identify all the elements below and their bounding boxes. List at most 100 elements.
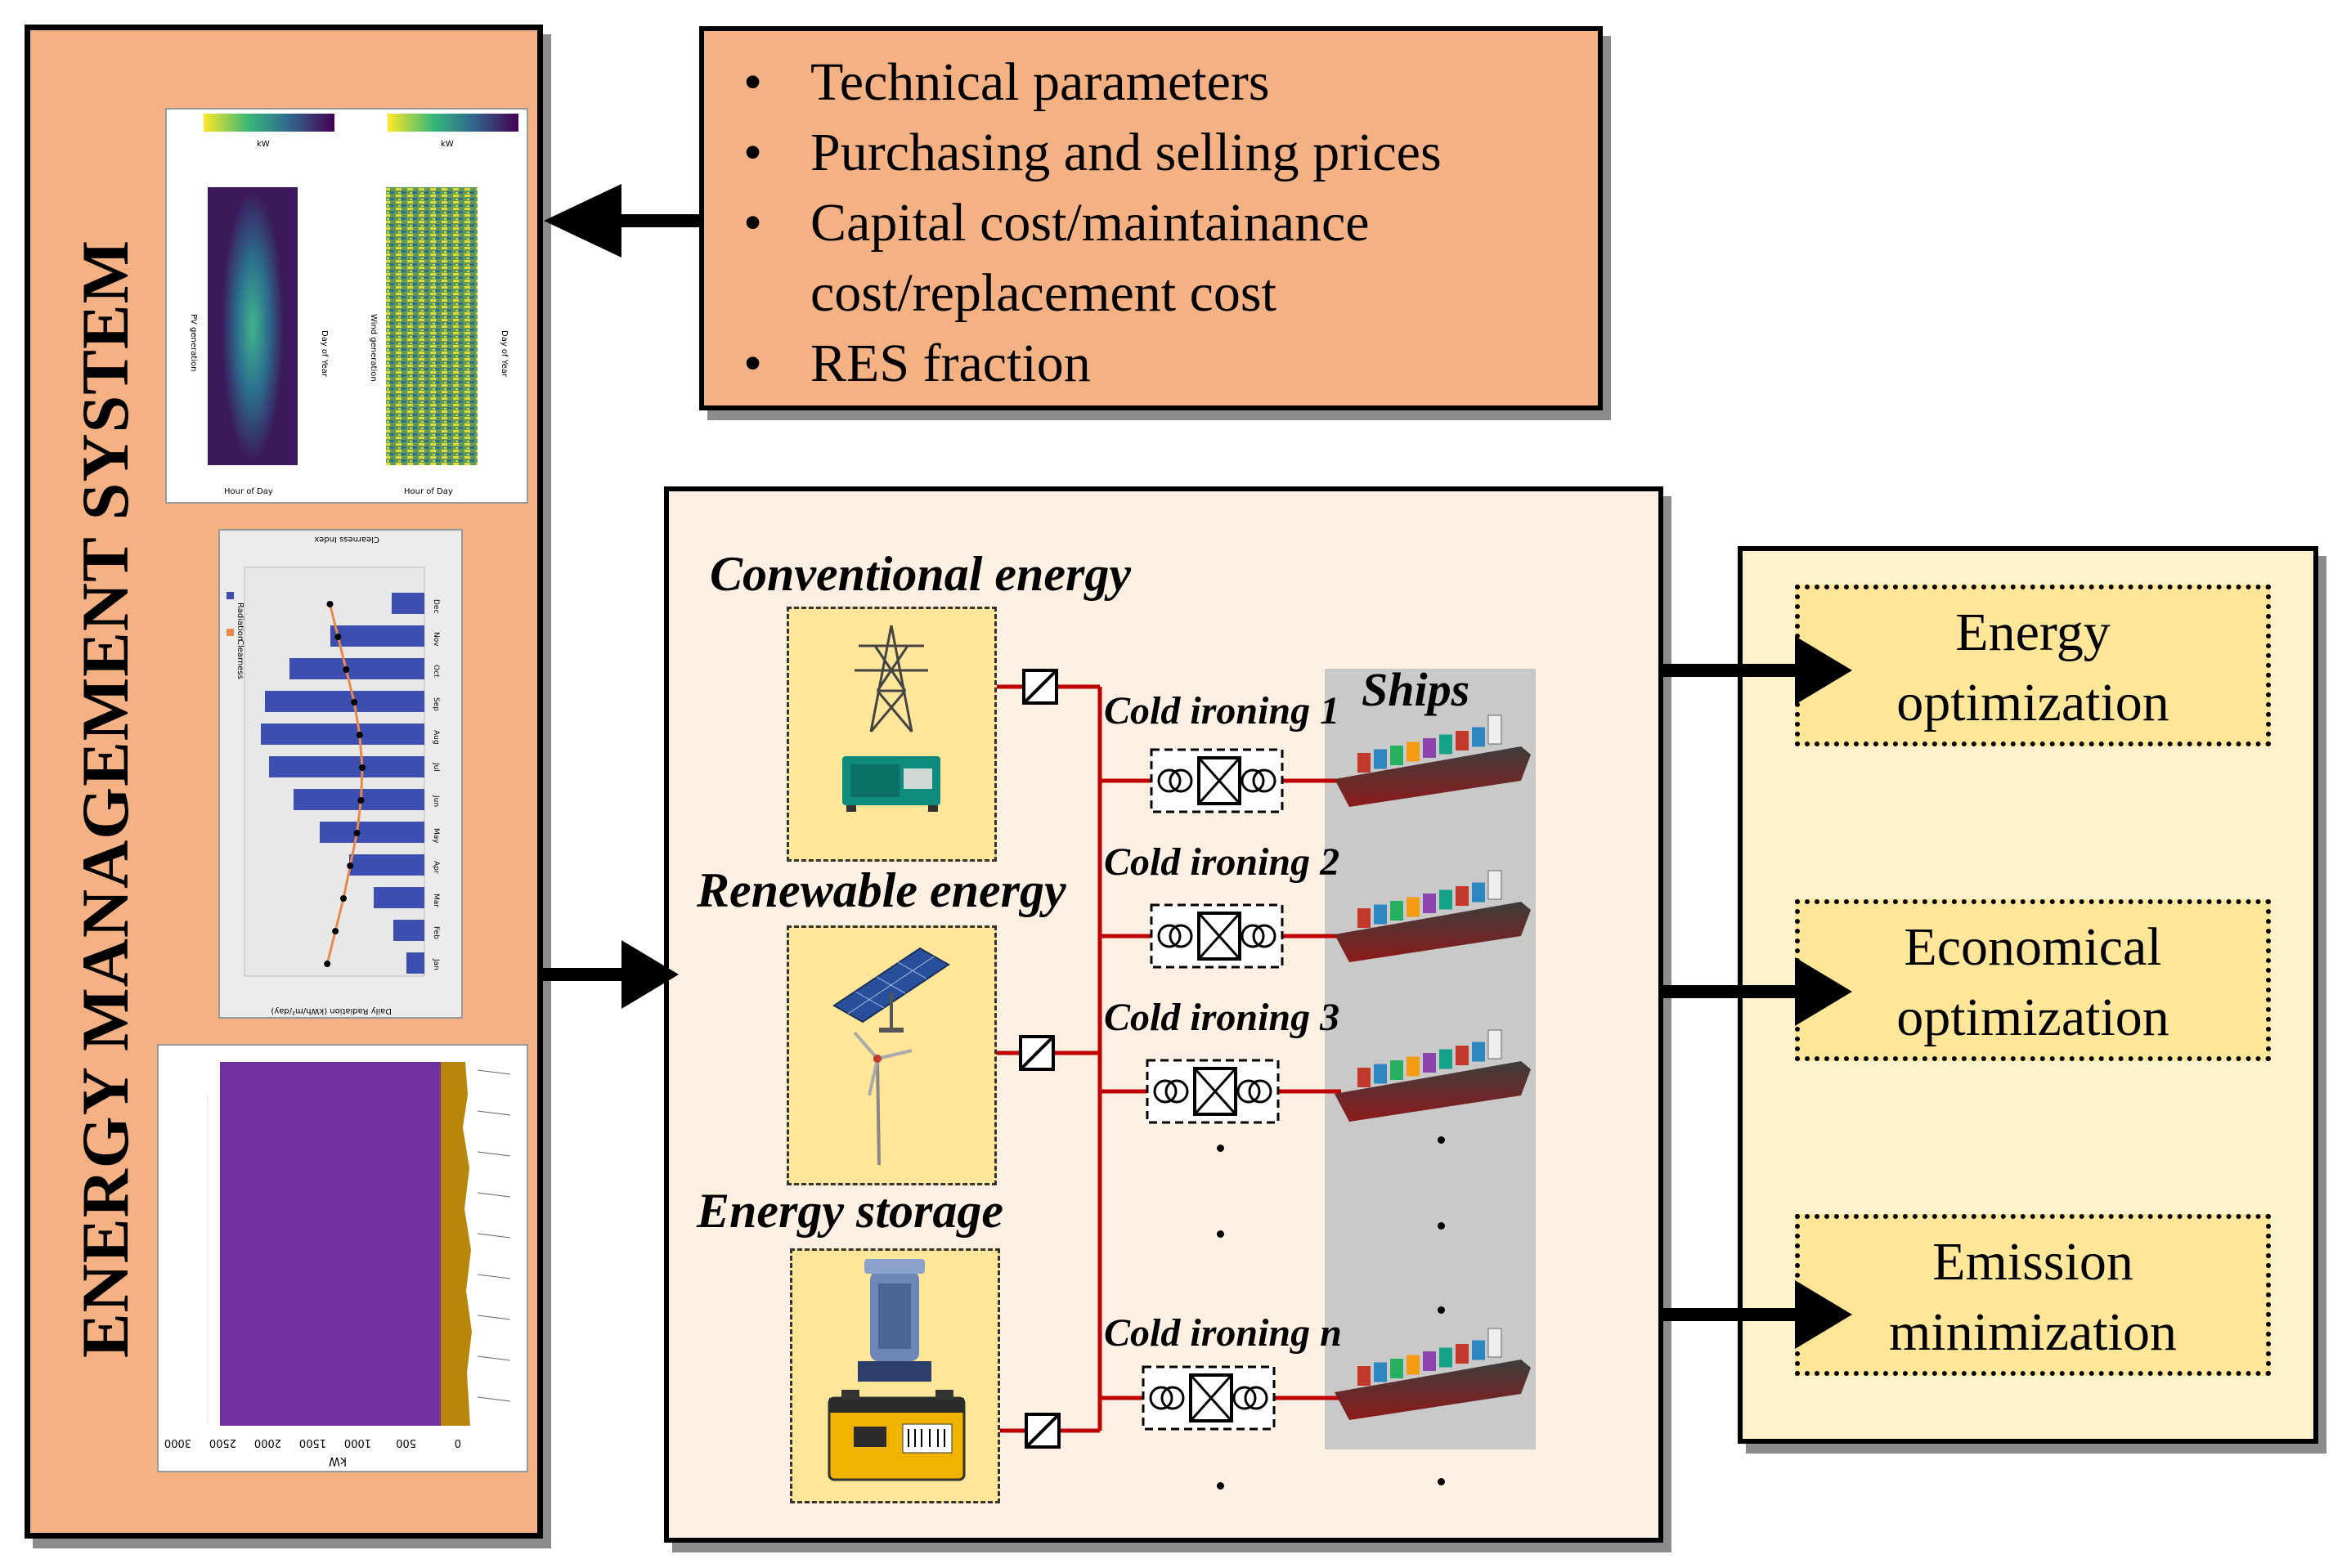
- clearness-point: [347, 862, 354, 869]
- kw-tick-label: 1500: [299, 1436, 326, 1449]
- wind-turbine-icon: [853, 1031, 913, 1166]
- parameters-box: Technical parameters Purchasing and sell…: [699, 26, 1603, 410]
- param-item-prices: Purchasing and selling prices: [729, 118, 1442, 188]
- radiation-legend: Radiation: [236, 603, 245, 641]
- kw-tick-label: 2500: [209, 1436, 236, 1449]
- wind-cbar-label: kW: [441, 140, 454, 149]
- month-label: Feb: [432, 926, 440, 939]
- wind-label: Wind generation: [369, 314, 378, 382]
- flywheel-icon: [858, 1259, 931, 1382]
- ellipsis-dot: [1438, 1306, 1445, 1314]
- load-area-purple: [220, 1062, 441, 1426]
- clearness-point: [351, 699, 358, 706]
- clearness-point: [359, 764, 366, 771]
- ellipsis-dot: [1438, 1478, 1445, 1485]
- radiation-bar: [265, 691, 424, 712]
- kw-tick-label: 0: [455, 1436, 461, 1449]
- cold-ironing-3-label: Cold ironing 3: [1104, 996, 1340, 1039]
- ellipsis-dot: [1217, 1145, 1224, 1152]
- radiation-bar: [261, 724, 424, 745]
- arrowhead-right: [621, 940, 679, 1009]
- radiation-bar: [393, 920, 424, 941]
- radiation-bar: [374, 887, 424, 908]
- energy-storage-label: Energy storage: [697, 1184, 1003, 1238]
- ellipsis-dot: [1217, 1230, 1224, 1238]
- battery-icon: [828, 1390, 966, 1481]
- kw-axis-label: kW: [329, 1454, 347, 1467]
- pv-wind-heatmap-thumbnail: PV generation Wind generation Day of Yea…: [165, 108, 528, 504]
- storage-source-box: [790, 1248, 1000, 1503]
- clearness-point: [353, 830, 361, 836]
- param-item-replacement-cost: cost/replacement cost: [810, 263, 1276, 323]
- arrowhead-energy: [1795, 636, 1852, 705]
- clearness-point: [357, 797, 365, 804]
- load-area-gold: [441, 1062, 472, 1426]
- month-label: Apr: [432, 861, 440, 874]
- pv-cbar-label: kW: [257, 140, 270, 149]
- ellipsis-dot: [1438, 1222, 1445, 1230]
- container-ship-icon: [1335, 715, 1531, 807]
- radiation-graphic: Radiation Clearness Daily Radiation (kWh…: [220, 531, 461, 1017]
- conventional-source-box: [787, 607, 997, 862]
- arrowhead-emission: [1795, 1280, 1852, 1349]
- solar-panel-icon: [832, 947, 950, 1033]
- emission-minimization-line1: Emission: [1932, 1232, 2133, 1292]
- month-label: Jan: [432, 958, 440, 970]
- converter-switch-icon: [1019, 1035, 1055, 1071]
- cold-ironing-unit-icon: [1150, 748, 1284, 813]
- cold-ironing-2-label: Cold ironing 2: [1104, 840, 1340, 884]
- renewable-energy-label: Renewable energy: [697, 863, 1066, 917]
- clearness-legend-swatch: [227, 629, 234, 636]
- emission-minimization-box: Emission minimization: [1795, 1214, 2271, 1376]
- parameters-list: Technical parameters Purchasing and sell…: [729, 47, 1442, 399]
- arrowhead-left: [544, 184, 621, 258]
- economical-optimization-line2: optimization: [1896, 988, 2169, 1047]
- container-ship-icon: [1335, 870, 1531, 962]
- conventional-energy-label: Conventional energy: [710, 547, 1132, 601]
- pv-label: PV generation: [189, 314, 198, 371]
- cold-ironing-unit-icon: [1146, 1059, 1280, 1124]
- economical-optimization-box: Economical optimization: [1795, 899, 2271, 1061]
- month-label: Nov: [432, 632, 440, 647]
- ellipsis-dot: [1438, 1136, 1445, 1144]
- radiation-bar: [406, 952, 424, 974]
- emission-minimization-line2: minimization: [1889, 1302, 2177, 1362]
- renewable-source-box: [787, 925, 997, 1185]
- radiation-bar: [392, 593, 424, 614]
- kw-tick-label: 3000: [164, 1436, 191, 1449]
- month-label: Jul: [432, 762, 440, 772]
- transmission-tower-icon: [855, 625, 928, 732]
- month-label: Dec: [432, 599, 440, 613]
- radiation-bar: [320, 822, 424, 843]
- pv-ylabel: Hour of Day: [224, 487, 273, 496]
- param-item-res-fraction: RES fraction: [729, 329, 1442, 399]
- radiation-bars: [261, 593, 424, 974]
- month-label: Sep: [432, 697, 440, 711]
- radiation-bar: [289, 658, 424, 679]
- month-label: Mar: [432, 894, 440, 907]
- month-label: Aug: [432, 730, 440, 745]
- wind-ylabel: Hour of Day: [404, 487, 453, 496]
- ems-panel: ENERGY MANAGEMENT SYSTEM: [25, 25, 543, 1539]
- cold-ironing-unit-icon: [1150, 903, 1284, 969]
- pv-xlabel: Day of Year: [320, 330, 329, 378]
- month-label: May: [432, 828, 440, 844]
- kw-tick-label: 2000: [254, 1436, 281, 1449]
- clearness-point: [343, 666, 350, 673]
- clearness-point: [356, 732, 363, 738]
- cold-ironing-1-label: Cold ironing 1: [1104, 689, 1340, 732]
- ships-label: Ships: [1362, 663, 1470, 716]
- converter-switch-icon: [1022, 669, 1058, 705]
- clearness-point: [324, 961, 331, 967]
- param-item-technical: Technical parameters: [729, 47, 1442, 118]
- radiation-legend-swatch: [227, 592, 234, 599]
- energy-optimization-line1: Energy: [1955, 603, 2111, 662]
- cold-ironing-unit-icon: [1142, 1365, 1276, 1431]
- clearness-line: [325, 603, 364, 965]
- clearness-axis-label: Clearness Index: [314, 535, 379, 544]
- radiation-axis-label: Daily Radiation (kWh/m²/day): [271, 1006, 392, 1015]
- kw-tick-label: 500: [396, 1436, 416, 1449]
- arrowhead-economical: [1795, 957, 1852, 1026]
